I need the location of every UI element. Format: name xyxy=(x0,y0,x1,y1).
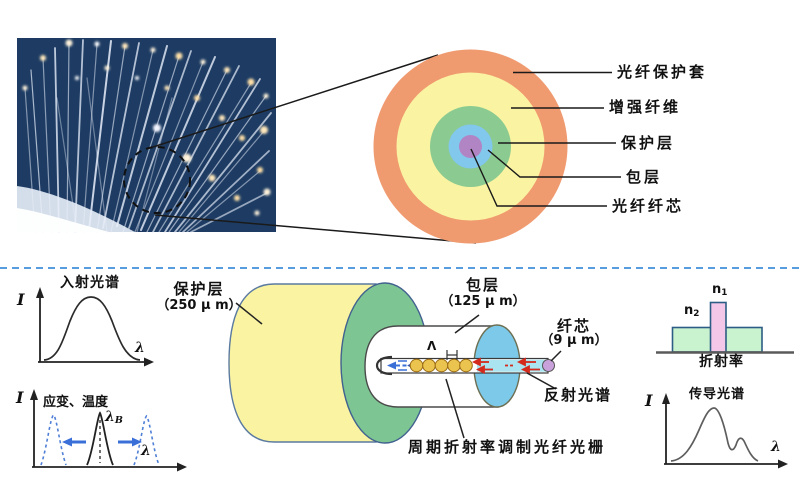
callout-lines xyxy=(152,54,477,244)
incident-curve xyxy=(43,296,141,361)
reflected-light-arrows xyxy=(471,357,540,374)
coating-label: 保护层 xyxy=(621,134,676,152)
strain-temperature-annotation: 应变、温度 xyxy=(43,395,109,410)
shifted-peak-right xyxy=(133,414,160,466)
n1-label: n1 xyxy=(712,282,728,298)
shifted-x-axis-label: λ xyxy=(141,443,151,459)
tube-open-end xyxy=(375,355,393,376)
grating-periods xyxy=(409,358,473,373)
shifted-y-axis-label: I xyxy=(16,388,24,407)
shifted-peak-left xyxy=(40,413,67,466)
reflected-spectrum-label: 反射光谱 xyxy=(544,386,613,404)
coating-cylinder xyxy=(228,283,377,443)
incident-spectrum-graph xyxy=(36,287,154,367)
magnifier-dashed-circle xyxy=(123,146,191,214)
structure-pointer-lines xyxy=(235,302,562,439)
core-3d-label: 纤芯 xyxy=(556,317,591,335)
bragg-wavelength-label: λB xyxy=(105,409,123,427)
jacket-label: 光纤保护套 xyxy=(617,63,708,81)
core-tip xyxy=(542,359,555,372)
bragg-peak-curve xyxy=(86,411,114,466)
core-dot xyxy=(459,135,482,158)
back-reflected-arrow xyxy=(387,360,410,371)
incident-x-axis-label: λ xyxy=(135,340,145,356)
refractive-index-profile xyxy=(656,301,794,354)
fiber-base-highlight xyxy=(17,208,109,232)
cross-section-pointer-lines xyxy=(470,71,621,207)
n1-region xyxy=(709,301,727,353)
incident-y-axis-label: I xyxy=(17,290,25,309)
shifted-spectrum-graph xyxy=(30,389,187,472)
n2-label: n2 xyxy=(684,303,700,319)
fiber-structure-3d xyxy=(228,282,555,444)
coating-3d-label: 保护层 xyxy=(173,280,225,298)
transmitted-y-axis-label: I xyxy=(645,391,653,410)
fiber-bundle-photo xyxy=(17,38,276,233)
core-label: 光纤纤芯 xyxy=(612,197,685,215)
incident-spectrum-title: 入射光谱 xyxy=(60,275,120,291)
shift-arrows xyxy=(62,437,142,447)
cladding-3d-label: 包层 xyxy=(465,276,500,294)
cladding-size-label: （125 μ m） xyxy=(440,294,526,309)
transmitted-curve xyxy=(670,407,759,462)
grating-caption: 周期折射率调制光纤光栅 xyxy=(408,438,607,456)
transmitted-x-axis-label: λ xyxy=(771,439,781,455)
grating-period-symbol: Λ xyxy=(427,339,437,353)
refractive-index-caption: 折射率 xyxy=(699,354,744,370)
transmitted-spectrum-title: 传导光谱 xyxy=(689,387,746,402)
coating-size-label: （250 μ m） xyxy=(156,298,242,313)
fiber-cross-section xyxy=(373,49,568,244)
transmitted-spectrum-graph xyxy=(662,393,788,469)
fiber-tip-glows xyxy=(22,39,271,216)
cladding-label: 包层 xyxy=(626,168,663,186)
core-size-label: （9 μ m） xyxy=(540,333,608,348)
period-ticks xyxy=(446,350,458,360)
strength-fiber-label: 增强纤维 xyxy=(609,98,682,116)
